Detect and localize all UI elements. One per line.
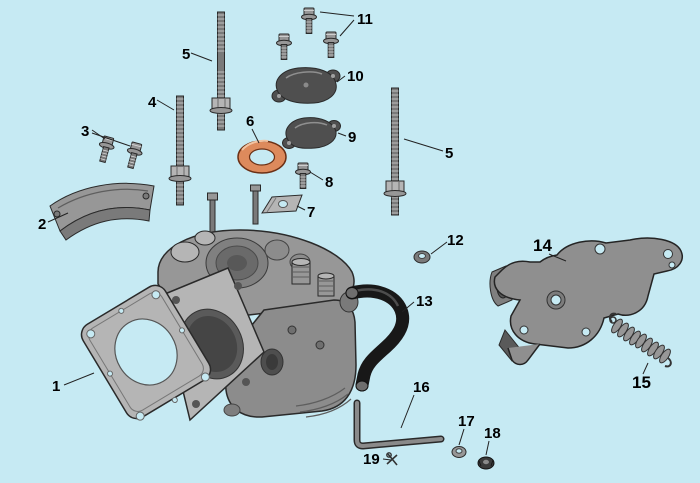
callout-10-10[interactable]: 10 [347,68,364,85]
leader-line-5 [190,52,213,62]
leader-line-5 [403,138,444,152]
callout-16-16[interactable]: 16 [413,379,430,396]
retainer-clip [386,452,398,466]
leader-line-18 [485,440,490,456]
leader-line-14 [548,253,567,262]
heat-shield [49,182,155,241]
leader-line-2 [47,212,69,223]
small-bracket [261,194,303,214]
callout-14-14[interactable]: 14 [533,236,552,255]
callout-5-4[interactable]: 5 [182,46,190,63]
callout-1-0[interactable]: 1 [52,378,60,395]
leader-line-6 [251,128,260,144]
leader-line-11 [339,19,355,37]
hex-key-tool [353,399,445,450]
callout-4-3[interactable]: 4 [148,94,157,111]
leader-line-3 [91,129,106,140]
leader-line-1 [63,372,95,386]
leader-line-17 [458,428,465,446]
callout-15-15[interactable]: 15 [632,373,651,392]
stud-bolt-right [383,87,407,216]
cover-plate-upper [271,67,341,104]
return-spring [608,312,672,368]
leader-line-15 [642,362,649,375]
callout-7-7[interactable]: 7 [307,204,315,221]
leader-line-4 [156,99,175,111]
stud-bolt-middle [168,95,192,206]
callout-12-12[interactable]: 12 [447,232,464,249]
leader-line-3 [91,132,131,147]
leader-line-8 [309,171,324,181]
callout-11-11[interactable]: 11 [357,11,373,28]
leader-line-19 [382,458,392,461]
leader-line-16 [400,394,415,429]
cover-plate-lower [282,117,341,149]
callout-5-5[interactable]: 5 [445,145,453,162]
stud-bolt-left [209,11,233,131]
leader-line-12 [430,241,448,255]
leader-line-7 [296,205,306,211]
callout-6-6[interactable]: 6 [246,113,254,130]
washer-small [413,250,431,264]
hex-nut [477,456,495,470]
callout-3-2[interactable]: 3 [81,123,89,140]
callout-19-19[interactable]: 19 [363,451,380,468]
callout-9-9[interactable]: 9 [348,129,356,146]
seal-washer [237,139,287,174]
leader-line-10 [336,75,346,83]
breather-hose [345,284,410,392]
callout-13-13[interactable]: 13 [416,293,433,310]
leader-line-9 [337,132,347,137]
callout-2-1[interactable]: 2 [38,216,46,233]
washer-flat [451,446,467,458]
leader-line-13 [401,301,415,313]
callout-18-18[interactable]: 18 [484,425,501,442]
control-bracket [489,237,683,366]
head-gasket [80,284,212,421]
callout-8-8[interactable]: 8 [325,174,333,191]
callout-17-17[interactable]: 17 [458,413,475,430]
leader-line-11 [319,11,355,17]
